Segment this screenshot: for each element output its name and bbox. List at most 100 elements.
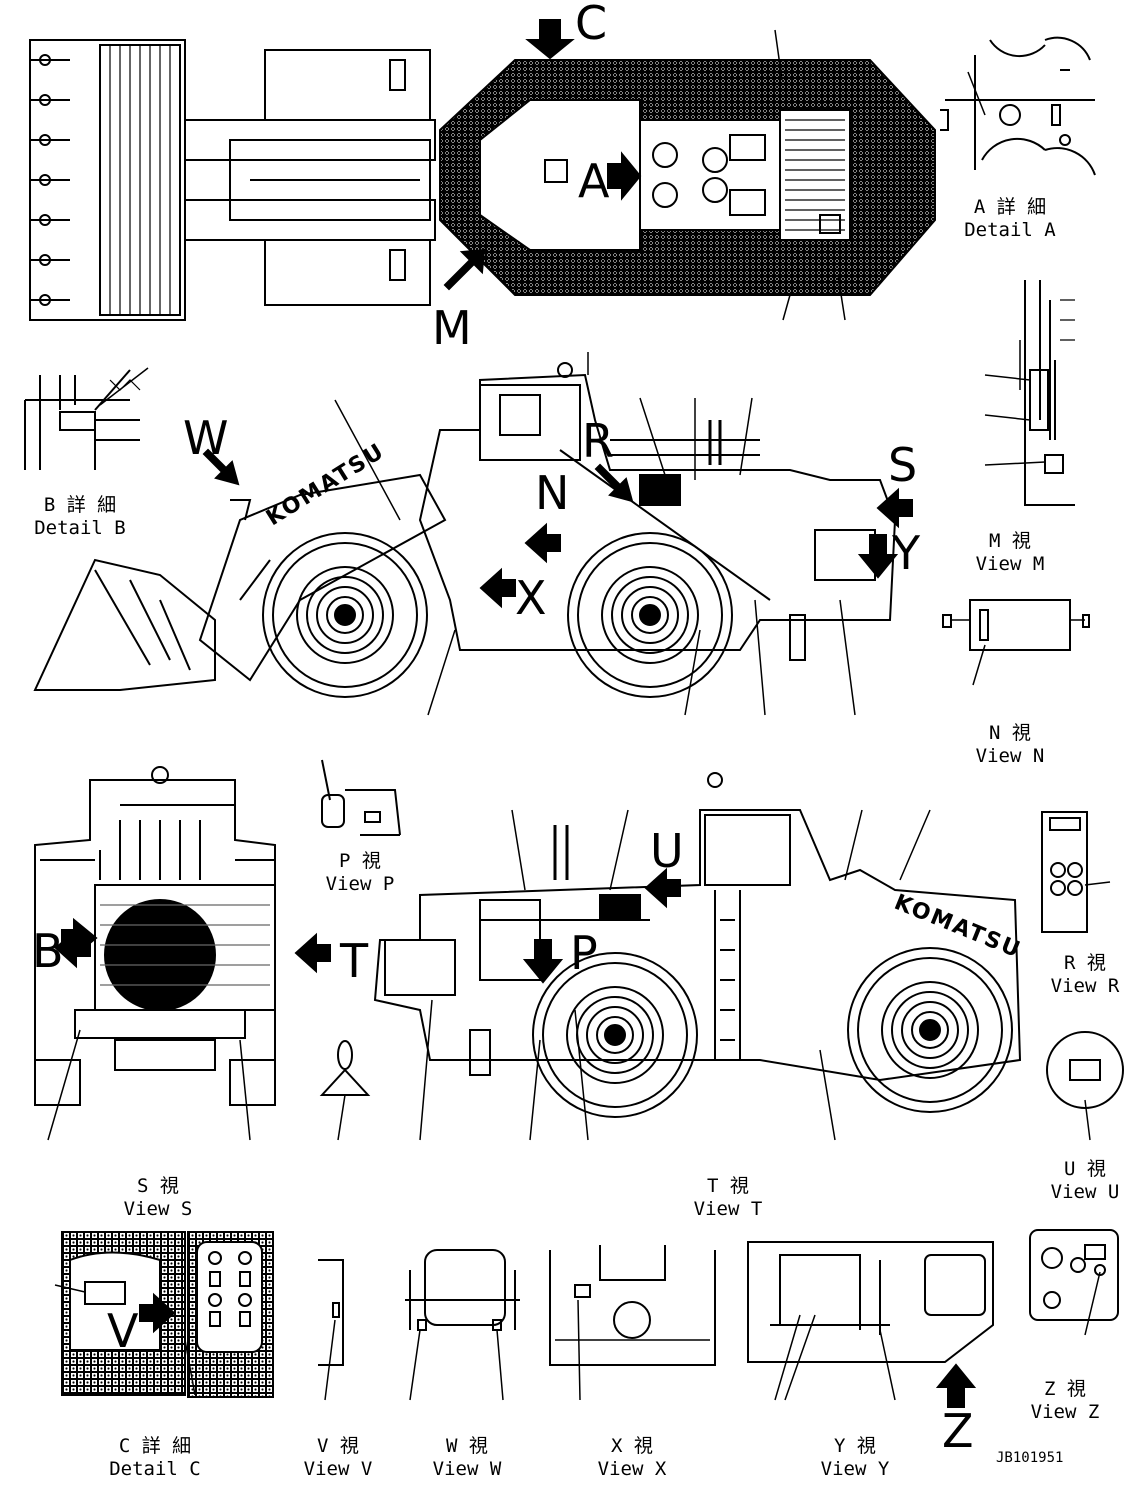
caption-view-m: M 視 View M	[955, 530, 1065, 576]
caption-jp: P 視	[339, 850, 381, 872]
view-m-drawing	[984, 280, 1075, 506]
marker-n: N	[535, 466, 570, 520]
caption-jp: S 視	[137, 1175, 179, 1197]
tire-plan	[264, 239, 431, 306]
marker-b: B	[32, 924, 64, 978]
arrow-a	[607, 151, 642, 201]
detail-c-drawing	[54, 1231, 274, 1398]
caption-en: View T	[693, 1198, 763, 1220]
arrow-c	[525, 19, 575, 60]
arrow-p	[522, 939, 564, 984]
arrow-w	[202, 448, 240, 486]
caption-jp: N 視	[989, 722, 1031, 744]
caption-view-n: N 視 View N	[955, 722, 1065, 768]
caption-view-w: W 視 View W	[412, 1435, 522, 1481]
arrow-u	[644, 867, 681, 909]
view-w-drawing	[405, 1249, 520, 1401]
marker-w: W	[183, 411, 229, 465]
marker-t: T	[340, 934, 369, 988]
caption-jp: M 視	[989, 530, 1031, 552]
caption-en: View Z	[1030, 1401, 1100, 1423]
marker-z: Z	[942, 1404, 974, 1458]
caption-view-v: V 視 View V	[283, 1435, 393, 1481]
caption-view-s: S 視 View S	[103, 1175, 213, 1221]
caption-view-r: R 視 View R	[1030, 952, 1136, 998]
caption-en: View M	[975, 553, 1045, 575]
front-tire-right	[847, 947, 1013, 1113]
caption-jp: C 詳 細	[118, 1435, 192, 1457]
view-n-drawing	[942, 599, 1090, 686]
caption-en: Detail B	[34, 517, 126, 539]
marker-r: R	[582, 414, 614, 468]
arrow-y	[857, 534, 899, 579]
boom	[198, 473, 447, 682]
side-view-right	[373, 772, 1022, 1141]
arrow-n	[524, 522, 561, 564]
caption-view-t: T 視 View T	[673, 1175, 783, 1221]
marker-a: A	[578, 154, 610, 208]
caption-jp: X 視	[611, 1435, 653, 1457]
caption-view-u: U 視 View U	[1030, 1158, 1136, 1204]
caption-view-x: X 視 View X	[577, 1435, 687, 1481]
caption-en: View N	[975, 745, 1045, 767]
caption-jp: V 視	[317, 1435, 359, 1457]
view-y-drawing	[747, 1241, 994, 1408]
caption-jp: R 視	[1064, 952, 1106, 974]
arrow-r	[594, 463, 634, 503]
drawing-code: JB101951	[996, 1450, 1064, 1466]
arrow-b	[61, 917, 98, 959]
caption-view-z: Z 視 View Z	[1010, 1378, 1120, 1424]
caption-en: View Y	[820, 1458, 890, 1480]
caption-jp: U 視	[1064, 1158, 1106, 1180]
caption-detail-b: B 詳 細 Detail B	[25, 494, 135, 540]
top-plan-view	[29, 19, 936, 321]
caption-en: Detail C	[109, 1458, 201, 1480]
caption-en: View X	[597, 1458, 667, 1480]
marker-u: U	[650, 824, 684, 878]
radiator-fan	[104, 899, 216, 1011]
detail-b-drawing	[24, 367, 149, 470]
view-s-drawing	[34, 766, 371, 1141]
marker-x: X	[515, 571, 547, 625]
caption-en: Detail A	[964, 219, 1056, 241]
caption-jp: A 詳 細	[973, 196, 1047, 218]
detail-a-drawing	[940, 36, 1096, 176]
bucket-teeth	[30, 54, 70, 306]
caption-jp: Z 視	[1044, 1378, 1086, 1400]
machine-body-right	[373, 809, 1022, 1082]
arrow-s	[876, 487, 913, 529]
rear-tire-left	[567, 532, 733, 698]
arrow-v	[139, 1292, 176, 1334]
view-z-drawing	[1029, 1229, 1119, 1336]
marker-c: C	[575, 0, 608, 50]
caption-en: View R	[1050, 975, 1120, 997]
marker-s: S	[888, 438, 918, 492]
caption-jp: T 視	[707, 1175, 749, 1197]
tire-plan	[264, 49, 431, 121]
caption-view-p: P 視 View P	[305, 850, 415, 896]
view-x-drawing	[549, 1245, 716, 1401]
bucket-side	[33, 558, 216, 691]
arrow-x	[479, 567, 516, 609]
caption-detail-a: A 詳 細 Detail A	[955, 196, 1065, 242]
side-view-left	[33, 352, 913, 716]
caption-en: View S	[123, 1198, 193, 1220]
caption-jp: W 視	[446, 1435, 488, 1457]
caption-jp: Y 視	[834, 1435, 876, 1457]
marker-y: Y	[892, 526, 921, 580]
caption-detail-c: C 詳 細 Detail C	[100, 1435, 210, 1481]
caption-en: View W	[432, 1458, 502, 1480]
front-tire-left	[262, 532, 428, 698]
view-r-drawing	[1041, 811, 1111, 933]
caption-en: View U	[1050, 1181, 1120, 1203]
view-u-drawing	[1046, 1031, 1124, 1141]
caption-en: View V	[303, 1458, 373, 1480]
arrow-m	[443, 248, 486, 291]
marker-p: P	[570, 926, 598, 980]
view-v-drawing	[318, 1259, 344, 1401]
caption-view-y: Y 視 View Y	[800, 1435, 910, 1481]
view-p-drawing	[321, 759, 401, 836]
caption-jp: B 詳 細	[43, 494, 117, 516]
